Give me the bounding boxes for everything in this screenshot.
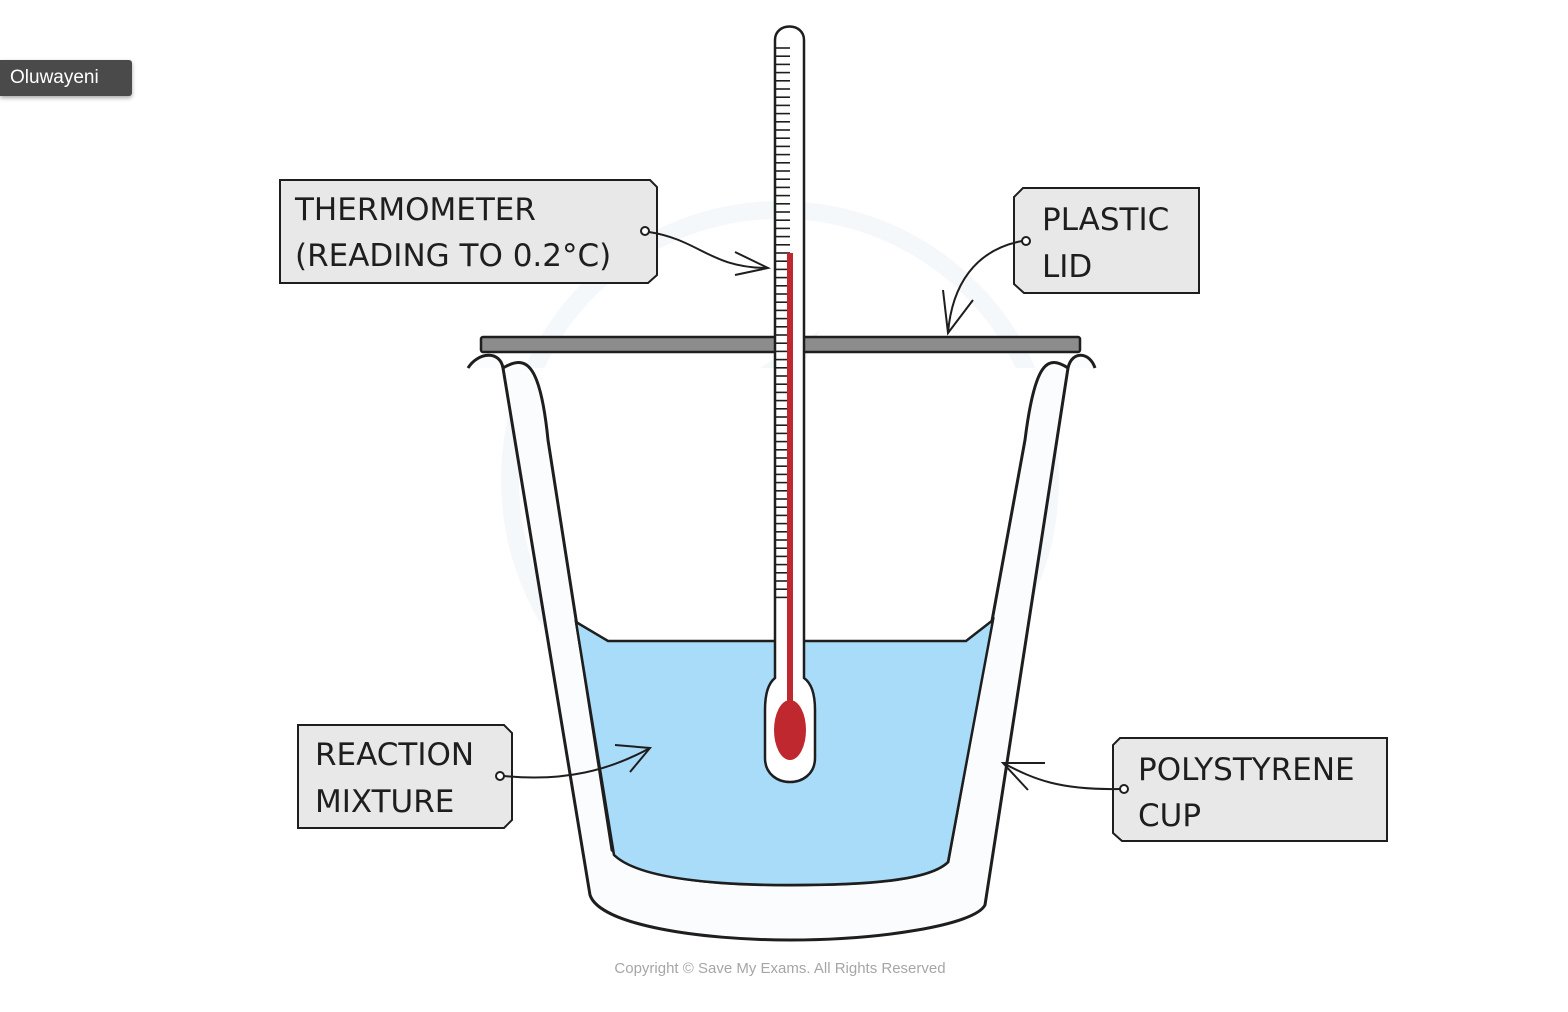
arrow-polystyrene-cup — [1002, 762, 1121, 791]
copyright-notice: Copyright © Save My Exams. All Rights Re… — [614, 960, 945, 977]
thermometer-bulb — [774, 700, 806, 760]
label-reaction-mixture-line2: MIXTURE — [315, 784, 454, 820]
user-name-tag: Oluwayeni — [0, 60, 132, 96]
thermometer — [763, 25, 817, 784]
label-thermometer-line1: THERMOMETER — [294, 192, 536, 228]
arrow-thermometer — [648, 231, 769, 269]
arrow-reaction-mixture — [503, 747, 651, 779]
label-plastic-lid-line2: LID — [1042, 249, 1092, 285]
thermometer-fluid — [787, 253, 793, 708]
label-reaction-mixture-line1: REACTION — [315, 737, 474, 773]
label-thermometer: THERMOMETER (READING TO 0.2°C) — [279, 179, 772, 284]
label-polystyrene-cup: POLYSTYRENE CUP — [1000, 737, 1388, 842]
label-reaction-mixture: REACTION MIXTURE — [297, 724, 652, 829]
label-thermometer-line2: (READING TO 0.2°C) — [295, 238, 611, 274]
arrow-plastic-lid — [947, 240, 1023, 334]
label-polystyrene-cup-line1: POLYSTYRENE — [1138, 752, 1355, 788]
label-plastic-lid: PLASTIC LID — [942, 187, 1200, 336]
label-polystyrene-cup-line2: CUP — [1138, 798, 1201, 834]
label-plastic-lid-line1: PLASTIC — [1042, 202, 1169, 238]
